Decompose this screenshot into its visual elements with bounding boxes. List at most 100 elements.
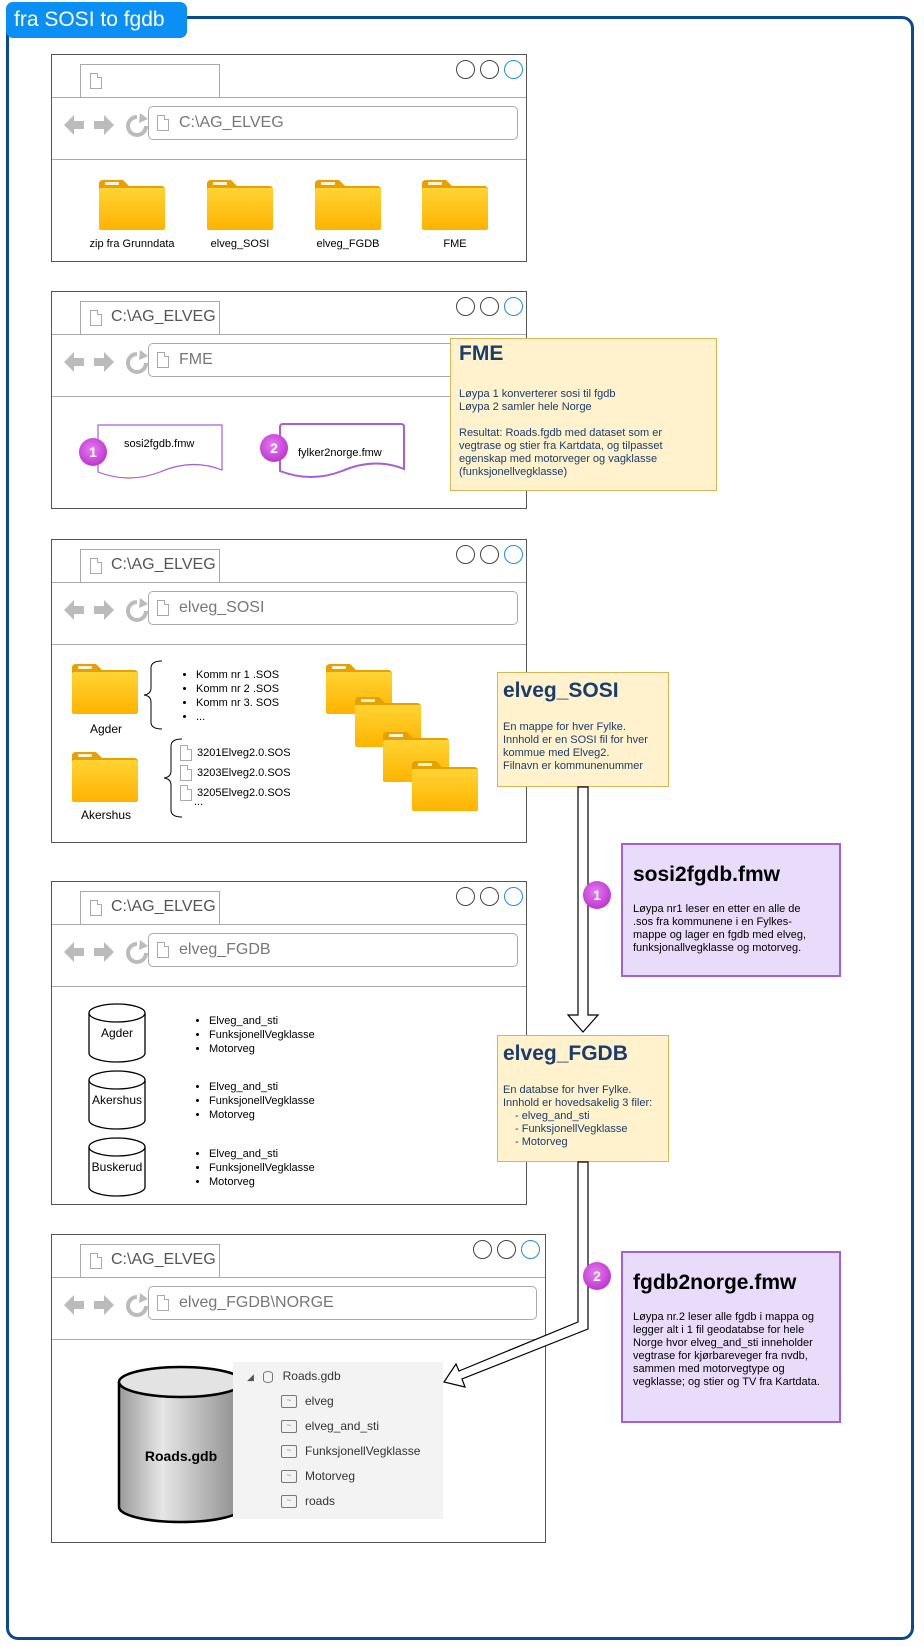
feature-class-icon: ~	[281, 1395, 297, 1409]
note-text: funksjonallvegklasse og motorveg.	[633, 942, 802, 954]
database-label: Roads.gdb	[144, 1448, 218, 1464]
tab-title: C:\AG_ELVEG	[111, 1251, 216, 1268]
diagram-title: fra SOSI to fgdb	[6, 2, 187, 38]
agder-file-list: Komm nr 1 .SOS Komm nr 2 .SOS Komm nr 3.…	[178, 668, 279, 724]
window-button-icon[interactable]	[504, 297, 523, 316]
tree-label: Roads.gdb	[282, 1369, 341, 1383]
file-name: 3205Elveg2.0.SOS	[197, 787, 291, 799]
file-icon	[180, 745, 192, 762]
browser-tab[interactable]: C:\AG_ELVEG	[80, 1244, 220, 1278]
note-text: En mappe for hver Fylke.	[503, 721, 626, 733]
window-button-icon[interactable]	[473, 1240, 492, 1259]
note-text: vegklasse; og stier og TV fra Kartdata.	[633, 1376, 820, 1388]
note-text: En databse for hver Fylke.	[503, 1084, 632, 1096]
page-icon	[157, 115, 169, 131]
database-icon[interactable]	[88, 1137, 148, 1197]
note-title: elveg_FGDB	[503, 1042, 628, 1065]
file-name: 3201Elveg2.0.SOS	[197, 747, 291, 759]
window-button-icon[interactable]	[456, 545, 475, 564]
window-button-icon[interactable]	[497, 1240, 516, 1259]
note-text: .sos fra kommunene i en Fylkes-	[633, 916, 792, 928]
list-item: FunksjonellVegklasse	[209, 1094, 315, 1108]
note-text: legger alt i 1 fil geodatabse for hele	[633, 1324, 805, 1336]
elveg-sosi-note: elveg_SOSI En mappe for hver Fylke. Innh…	[497, 672, 669, 787]
folder-label: FME	[443, 238, 467, 250]
tree-row-root[interactable]: ◢ Roads.gdb	[247, 1366, 341, 1386]
file-label: sosi2fgdb.fmw	[124, 438, 195, 450]
note-text: Norge hvor elveg_and_sti inneholder	[633, 1337, 813, 1349]
address-bar[interactable]: elveg_SOSI	[148, 591, 518, 625]
window-button-icon[interactable]	[456, 60, 475, 79]
file-icon	[180, 785, 192, 802]
tree-row[interactable]: ~roads	[281, 1491, 335, 1511]
note-text: - elveg_and_sti	[515, 1110, 590, 1122]
list-item: Komm nr 3. SOS	[196, 696, 279, 710]
list-item: Motorveg	[209, 1175, 315, 1189]
catalog-tree: ◢ Roads.gdb ~elveg ~elveg_and_sti ~Funks…	[233, 1362, 443, 1519]
tree-label: elveg	[305, 1394, 334, 1408]
list-item: Elveg_and_sti	[209, 1147, 315, 1161]
browser-tab[interactable]	[80, 64, 220, 98]
note-text: vegtrase og stier fra Kartdata, og tilpa…	[459, 440, 663, 452]
fgdb2norge-note: fgdb2norge.fmw Løypa nr.2 leser alle fgd…	[621, 1251, 841, 1423]
explorer-window-sosi: C:\AG_ELVEG elveg_SOSI Agder Komm nr 1 .…	[51, 539, 527, 843]
browser-tab[interactable]: C:\AG_ELVEG	[80, 549, 220, 583]
folder-label: elveg_FGDB	[316, 238, 380, 250]
page-icon	[157, 1295, 169, 1311]
window-button-icon[interactable]	[480, 60, 499, 79]
address-bar[interactable]: elveg_FGDB\NORGE	[148, 1286, 537, 1320]
feature-class-icon: ~	[281, 1445, 297, 1459]
collapse-arrow-icon[interactable]: ◢	[247, 1372, 254, 1382]
window-button-icon[interactable]	[480, 887, 499, 906]
folder-label: zip fra Grunndata	[89, 238, 175, 250]
window-button-icon[interactable]	[504, 60, 523, 79]
address-bar[interactable]: elveg_FGDB	[148, 933, 518, 967]
note-title: sosi2fgdb.fmw	[633, 863, 781, 886]
browser-tab[interactable]: C:\AG_ELVEG	[80, 891, 220, 925]
page-icon	[90, 73, 102, 89]
tree-label: elveg_and_sti	[305, 1419, 380, 1433]
address-text: C:\AG_ELVEG	[179, 114, 284, 131]
database-label: Buskerud	[91, 1160, 143, 1174]
fme-note: FME Løypa 1 konverterer sosi til fgdb Lø…	[450, 338, 717, 491]
page-icon	[90, 558, 102, 574]
tree-row[interactable]: ~ elveg	[281, 1391, 334, 1411]
file-label: fylker2norge.fmw	[298, 447, 382, 459]
file-icon	[180, 765, 192, 782]
browser-tab[interactable]: C:\AG_ELVEG	[80, 301, 220, 335]
document-shape[interactable]	[97, 424, 223, 482]
step-badge: 2	[260, 434, 288, 462]
database-icon[interactable]	[88, 1070, 148, 1130]
note-text: mappe og lager en fgdb med elveg,	[633, 929, 807, 941]
tree-row[interactable]: ~Motorveg	[281, 1466, 355, 1486]
geodatabase-icon	[263, 1370, 274, 1383]
address-bar[interactable]: C:\AG_ELVEG	[148, 106, 518, 140]
tab-title: C:\AG_ELVEG	[111, 556, 216, 573]
note-text: sammen med motorvegtype og	[633, 1363, 785, 1375]
tree-row[interactable]: ~elveg_and_sti	[281, 1416, 379, 1436]
document-shape[interactable]	[279, 423, 405, 481]
address-text: elveg_FGDB	[179, 941, 271, 958]
diagram-frame	[6, 16, 914, 1640]
window-button-icon[interactable]	[480, 297, 499, 316]
list-item: Motorveg	[209, 1042, 315, 1056]
feature-class-icon: ~	[281, 1495, 297, 1509]
database-icon[interactable]	[88, 1003, 148, 1063]
database-icon[interactable]	[117, 1365, 245, 1525]
database-label: Akershus	[91, 1093, 143, 1107]
note-text: kommue med Elveg2.	[503, 747, 610, 759]
window-button-icon[interactable]	[504, 545, 523, 564]
window-button-icon[interactable]	[456, 297, 475, 316]
window-button-icon[interactable]	[504, 887, 523, 906]
explorer-window-root: C:\AG_ELVEG zip fra Grunndata elveg_SOSI…	[51, 54, 527, 262]
window-button-icon[interactable]	[521, 1240, 540, 1259]
tab-title: C:\AG_ELVEG	[111, 898, 216, 915]
window-button-icon[interactable]	[456, 887, 475, 906]
more-indicator: ...	[194, 796, 204, 808]
address-text: FME	[179, 351, 213, 368]
note-text: - Motorveg	[515, 1136, 568, 1148]
list-item: FunksjonellVegklasse	[209, 1028, 315, 1042]
window-button-icon[interactable]	[480, 545, 499, 564]
tree-row[interactable]: ~FunksjonellVegklasse	[281, 1441, 420, 1461]
explorer-window-fgdb: C:\AG_ELVEG elveg_FGDB Agder Elveg_and_s…	[51, 881, 527, 1205]
